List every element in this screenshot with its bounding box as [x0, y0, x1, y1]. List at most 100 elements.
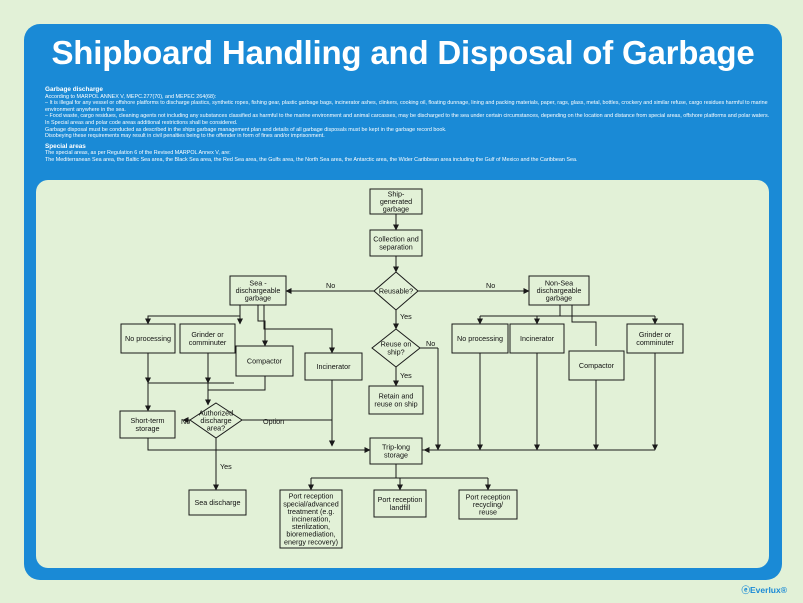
node-box — [451, 323, 509, 354]
page-title: Shipboard Handling and Disposal of Garba… — [51, 34, 755, 71]
node-label: Reuse on — [381, 340, 412, 349]
reuse-on-ship-decision — [371, 328, 421, 368]
node-label: recycling/ — [473, 500, 503, 509]
node-label: Incinerator — [520, 334, 555, 343]
node-label: Retain and — [379, 392, 414, 401]
edge-label-no: No — [486, 281, 495, 290]
connectors — [145, 214, 658, 491]
node-box — [304, 352, 363, 381]
garbage-discharge-line: Disobeying these requirements may result… — [45, 133, 325, 140]
node-label: sterilization, — [292, 522, 330, 531]
node-label: discharge — [200, 416, 231, 425]
node-box — [509, 323, 565, 354]
node-label: landfill — [390, 503, 411, 512]
node-box — [528, 275, 590, 306]
info-section: Garbage discharge According to MARPOL AN… — [45, 86, 770, 164]
edge-label-no: No — [181, 417, 190, 426]
node-label: Reusable? — [379, 287, 413, 296]
node-box — [458, 489, 518, 520]
node-no-processing-left: No processing — [120, 323, 176, 354]
node-reusable: Reusable? — [379, 287, 413, 296]
node-label: Port reception — [466, 492, 511, 501]
node-incinerator-right: Incinerator — [509, 323, 565, 354]
node-box — [120, 323, 176, 354]
special-areas-heading: Special areas — [45, 142, 86, 150]
edge-label-yes: Yes — [400, 312, 412, 321]
node-label: incineration, — [292, 515, 331, 524]
node-label: Sea discharge — [195, 498, 241, 507]
node-label: dischargeable — [236, 286, 281, 295]
node-label: special/advanced — [283, 499, 339, 508]
node-incinerator-left: Incinerator — [304, 352, 363, 381]
node-label: Grinder or — [639, 330, 672, 339]
edge-label-option: Option — [263, 417, 284, 426]
node-box — [369, 437, 423, 465]
node-compactor-left: Compactor — [235, 345, 294, 377]
node-label: Non-Sea — [545, 278, 573, 287]
node-label: storage — [384, 450, 408, 459]
node-port-special: Port receptionspecial/advancedtreatment … — [279, 489, 343, 549]
special-areas-line: The special areas, as per Regulation 6 o… — [45, 150, 231, 157]
node-box — [229, 275, 287, 306]
node-label: No processing — [125, 334, 171, 343]
node-box — [373, 489, 427, 518]
edge-label-yes: Yes — [220, 462, 232, 471]
node-box — [188, 489, 247, 516]
node-label: area? — [207, 424, 225, 433]
node-label: garbage — [245, 294, 271, 303]
node-label: reuse on ship — [374, 399, 417, 408]
node-label: reuse — [479, 508, 497, 517]
garbage-discharge-line: – It is illegal for any vessel or offsho… — [45, 100, 768, 113]
node-label: energy recovery) — [284, 537, 338, 546]
node-label: Port reception — [289, 492, 334, 501]
edge-label-no: No — [426, 339, 435, 348]
node-label: Grinder or — [191, 330, 224, 339]
node-label: comminuter — [189, 338, 227, 347]
node-label: generated — [380, 197, 412, 206]
node-label: Short-term — [131, 416, 165, 425]
node-label: Collection and — [373, 235, 419, 244]
node-compactor-right: Compactor — [568, 350, 625, 381]
node-box — [279, 489, 343, 549]
reusable-decision — [373, 271, 419, 311]
node-label: treatment (e.g. — [288, 507, 335, 516]
node-label: Port reception — [378, 495, 423, 504]
garbage-discharge-line: – Food waste, cargo residues, cleaning a… — [45, 113, 770, 126]
garbage-discharge-line: According to MARPOL ANNEX V, MEPC.277(70… — [45, 93, 217, 100]
node-box — [568, 350, 625, 381]
garbage-discharge-heading: Garbage discharge — [45, 86, 103, 93]
node-box — [369, 188, 423, 215]
node-label: storage — [136, 424, 160, 433]
node-label: Ship- — [388, 189, 405, 198]
node-label: Trip-long — [382, 443, 410, 452]
node-label: separation — [379, 242, 413, 251]
garbage-discharge-line: Garbage disposal must be conducted as de… — [45, 126, 447, 133]
node-label: comminuter — [636, 338, 674, 347]
node-label: garbage — [546, 294, 572, 303]
authorized-discharge-decision — [189, 402, 243, 439]
node-sea-discharge: Sea discharge — [188, 489, 247, 516]
node-label: Authorized — [199, 408, 233, 417]
node-label: bioremediation, — [286, 530, 335, 539]
node-label: Incinerator — [317, 362, 352, 371]
node-box — [626, 323, 684, 354]
edge-label-yes: Yes — [400, 371, 412, 380]
node-label: Compactor — [247, 357, 283, 366]
special-areas-line: The Mediterranean Sea area, the Baltic S… — [45, 156, 578, 163]
node-label: dischargeable — [537, 286, 582, 295]
node-label: ship? — [387, 347, 404, 356]
node-no-processing-right: No processing — [451, 323, 509, 354]
node-label: garbage — [383, 205, 409, 214]
node-label: Compactor — [579, 361, 615, 370]
